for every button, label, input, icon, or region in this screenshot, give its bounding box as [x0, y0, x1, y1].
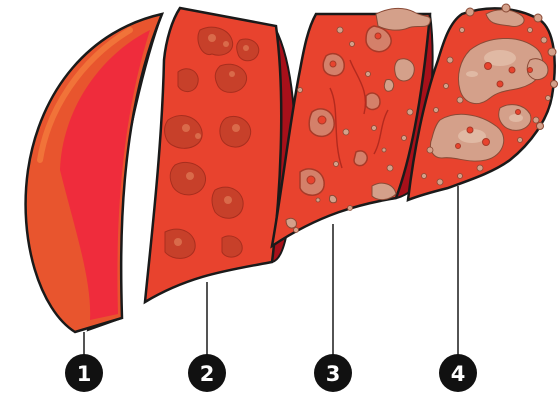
stage-1-number: 1 — [77, 362, 92, 386]
stage-3-badge: 3 — [314, 354, 352, 392]
stage-2-slice — [145, 8, 295, 302]
stage-4-number: 4 — [451, 362, 466, 386]
stage-2-number: 2 — [200, 362, 215, 386]
stage-3-number: 3 — [326, 362, 341, 386]
stage-3-tissue — [272, 14, 430, 246]
stage-1-healthy-liver — [26, 14, 162, 332]
stage-4-badge: 4 — [439, 354, 477, 392]
stage-1-badge: 1 — [65, 354, 103, 392]
stage-2-badge: 2 — [188, 354, 226, 392]
stage-3-slice — [272, 8, 433, 246]
